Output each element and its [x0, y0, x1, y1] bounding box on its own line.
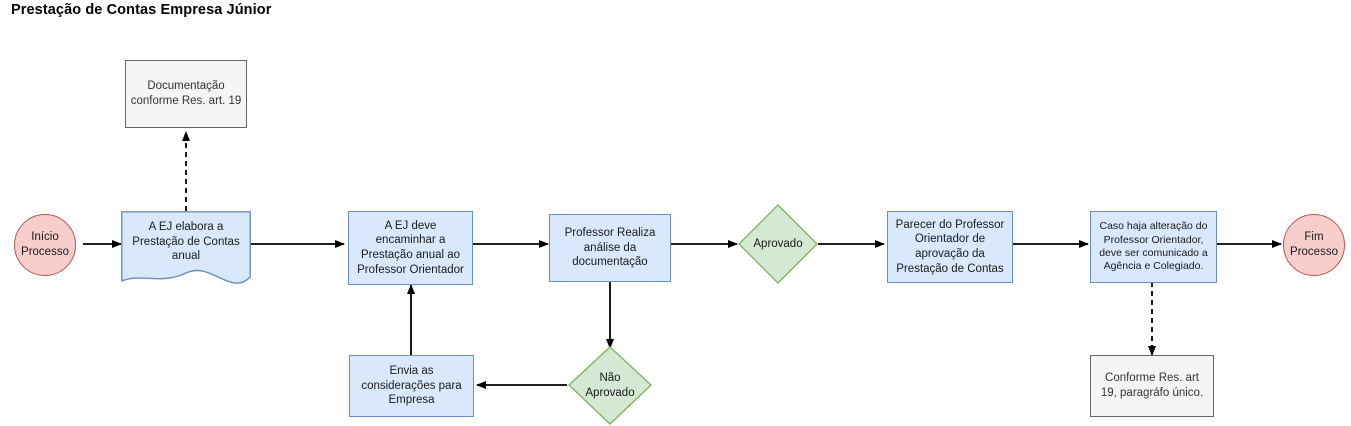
node-encaminhar-prestacao[interactable]: A EJ deve encaminhar a Prestação anual a…: [348, 211, 473, 285]
node-label: Parecer do Professor Orientador de aprov…: [895, 218, 1005, 275]
node-fim-processo[interactable]: Fim Processo: [1283, 214, 1345, 276]
node-elabora-prestacao[interactable]: A EJ elabora a Prestação de Contas anual: [121, 211, 251, 289]
node-parecer-aprovacao[interactable]: Parecer do Professor Orientador de aprov…: [887, 211, 1013, 283]
page-title: Prestação de Contas Empresa Júnior: [11, 2, 272, 18]
node-label: Documentação conforme Res. art. 19: [130, 80, 242, 107]
node-envia-consideracoes[interactable]: Envia as considerações para Empresa: [349, 355, 474, 417]
node-label: A EJ deve encaminhar a Prestação anual a…: [357, 219, 464, 276]
node-label: Não Aprovado: [585, 372, 635, 399]
node-documentacao-nota[interactable]: Documentação conforme Res. art. 19: [125, 60, 247, 128]
diamond-shape-icon: [568, 346, 652, 425]
document-shape-icon: [121, 211, 251, 284]
node-decision-nao-aprovado[interactable]: Não Aprovado: [568, 346, 652, 426]
node-analise-documentacao[interactable]: Professor Realiza análise da documentaçã…: [549, 214, 671, 282]
node-caso-haja-alteracao[interactable]: Caso haja alteração do Professor Orienta…: [1090, 211, 1217, 283]
node-label: Aprovado: [753, 237, 803, 250]
node-label: Caso haja alteração do Professor Orienta…: [1099, 220, 1208, 273]
node-label: A EJ elabora a Prestação de Contas anual: [132, 220, 240, 263]
node-label: Envia as considerações para Empresa: [361, 364, 462, 407]
node-label: Professor Realiza análise da documentaçã…: [564, 226, 656, 269]
node-conforme-res-art19-nota[interactable]: Conforme Res. art 19, paragráfo único.: [1090, 355, 1214, 417]
node-label: Início Processo: [21, 231, 69, 258]
node-label: Conforme Res. art 19, paragráfo único.: [1100, 372, 1204, 399]
node-decision-aprovado[interactable]: Aprovado: [738, 204, 818, 284]
node-label: Fim Processo: [1290, 231, 1338, 258]
node-inicio-processo[interactable]: Início Processo: [14, 214, 76, 276]
diamond-shape-icon: [738, 204, 818, 284]
